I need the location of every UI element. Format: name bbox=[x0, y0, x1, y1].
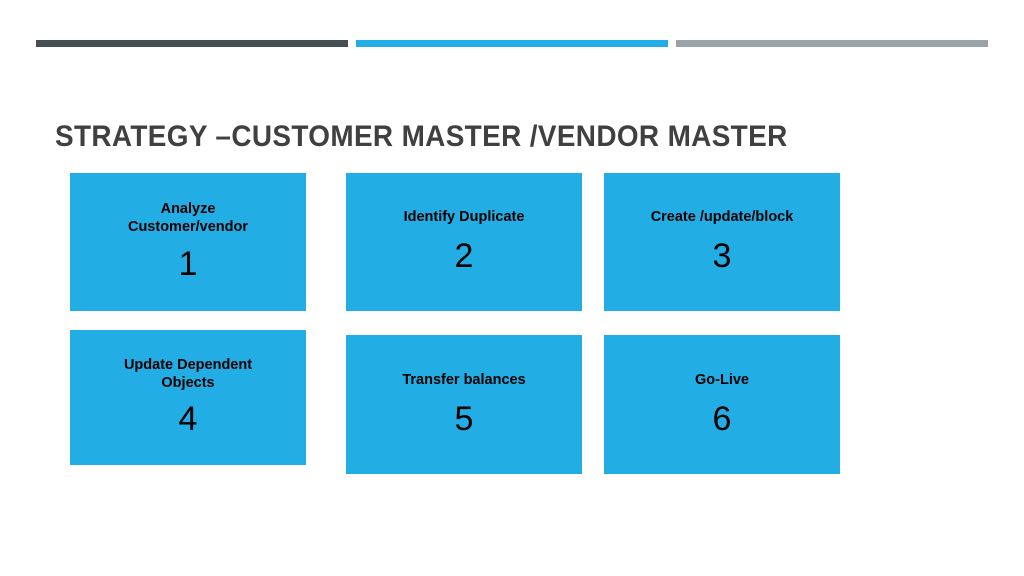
process-step-5-label: Transfer balances bbox=[402, 371, 526, 388]
header-rule-dark-segment bbox=[36, 40, 348, 47]
process-step-3-number: 3 bbox=[712, 237, 732, 275]
header-rule-gray-segment bbox=[676, 40, 988, 47]
header-rule-blue-segment bbox=[356, 40, 668, 47]
process-step-6-label: Go-Live bbox=[695, 371, 749, 388]
process-step-1-number: 1 bbox=[178, 244, 198, 283]
process-step-2-number: 2 bbox=[454, 237, 474, 275]
process-step-4-number: 4 bbox=[178, 400, 198, 439]
process-step-2[interactable]: Identify Duplicate 2 bbox=[346, 173, 582, 311]
process-step-3-label: Create /update/block bbox=[650, 209, 794, 226]
process-step-4[interactable]: Update Dependent Objects 4 bbox=[70, 330, 306, 465]
process-step-5[interactable]: Transfer balances 5 bbox=[346, 335, 582, 474]
process-step-1[interactable]: Analyze Customer/vendor 1 bbox=[70, 173, 306, 311]
process-step-3[interactable]: Create /update/block 3 bbox=[604, 173, 840, 311]
process-step-6-number: 6 bbox=[712, 399, 732, 438]
page-title: STRATEGY –CUSTOMER MASTER /VENDOR MASTER bbox=[55, 120, 788, 153]
process-step-5-number: 5 bbox=[454, 399, 474, 438]
process-step-1-label: Analyze Customer/vendor bbox=[127, 201, 249, 236]
process-step-6[interactable]: Go-Live 6 bbox=[604, 335, 840, 474]
process-step-2-label: Identify Duplicate bbox=[403, 209, 525, 226]
process-step-4-label: Update Dependent Objects bbox=[123, 356, 253, 391]
